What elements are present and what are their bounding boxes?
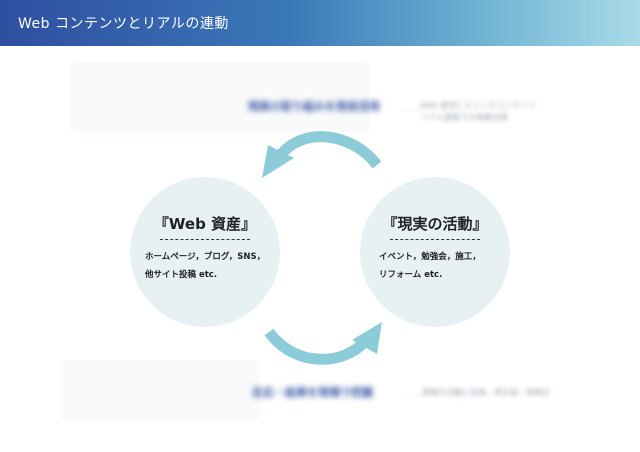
web-assets-divider (160, 239, 250, 240)
web-assets-line: ホームページ，ブログ，SNS， (145, 252, 266, 262)
web-assets-circle: 『Web 資産』 ホームページ，ブログ，SNS， 他サイト投稿 etc. (130, 177, 280, 327)
real-activities-circle: 『現実の活動』 イベント，勉強会，施工， リフォーム etc. (360, 177, 510, 327)
blurred-top-desc-line: リアル施策での実績活用 (420, 113, 508, 122)
web-assets-title: 『Web 資産』 (153, 215, 257, 233)
real-activities-line: イベント，勉強会，施工， (379, 252, 481, 262)
blurred-bottom-desc: 現場の活動に反映、再企画・再検討 (422, 387, 550, 399)
real-activities-description: イベント，勉強会，施工， リフォーム etc. (379, 248, 481, 284)
blurred-top-desc-line: Web 発信にストックコンテンツ (420, 101, 536, 110)
blurred-bottom-dots: …… (402, 386, 428, 399)
background-ghost-shape (70, 62, 370, 132)
top-arrow-left (262, 131, 382, 178)
background-ghost-shape (60, 360, 260, 420)
blurred-bottom-desc-line: 現場の活動に反映、再企画・再検討 (422, 388, 550, 397)
bottom-arrow-right (264, 322, 382, 365)
real-activities-line: リフォーム etc. (379, 270, 443, 280)
page-title: Web コンテンツとリアルの連動 (18, 16, 229, 32)
header-bar: Web コンテンツとリアルの連動 (0, 0, 640, 46)
real-activities-title: 『現実の活動』 (382, 215, 488, 233)
blurred-top-heading: 現実の取り組みを発信活用 (248, 100, 380, 113)
blurred-top-dots: …… (402, 100, 428, 113)
real-activities-divider (390, 239, 480, 240)
web-assets-line: 他サイト投稿 etc. (145, 270, 218, 280)
web-assets-description: ホームページ，ブログ，SNS， 他サイト投稿 etc. (145, 248, 265, 284)
blurred-top-desc: Web 発信にストックコンテンツ リアル施策での実績活用 (420, 100, 536, 124)
blurred-bottom-heading: 反応・結果を現場で把握 (252, 386, 373, 399)
